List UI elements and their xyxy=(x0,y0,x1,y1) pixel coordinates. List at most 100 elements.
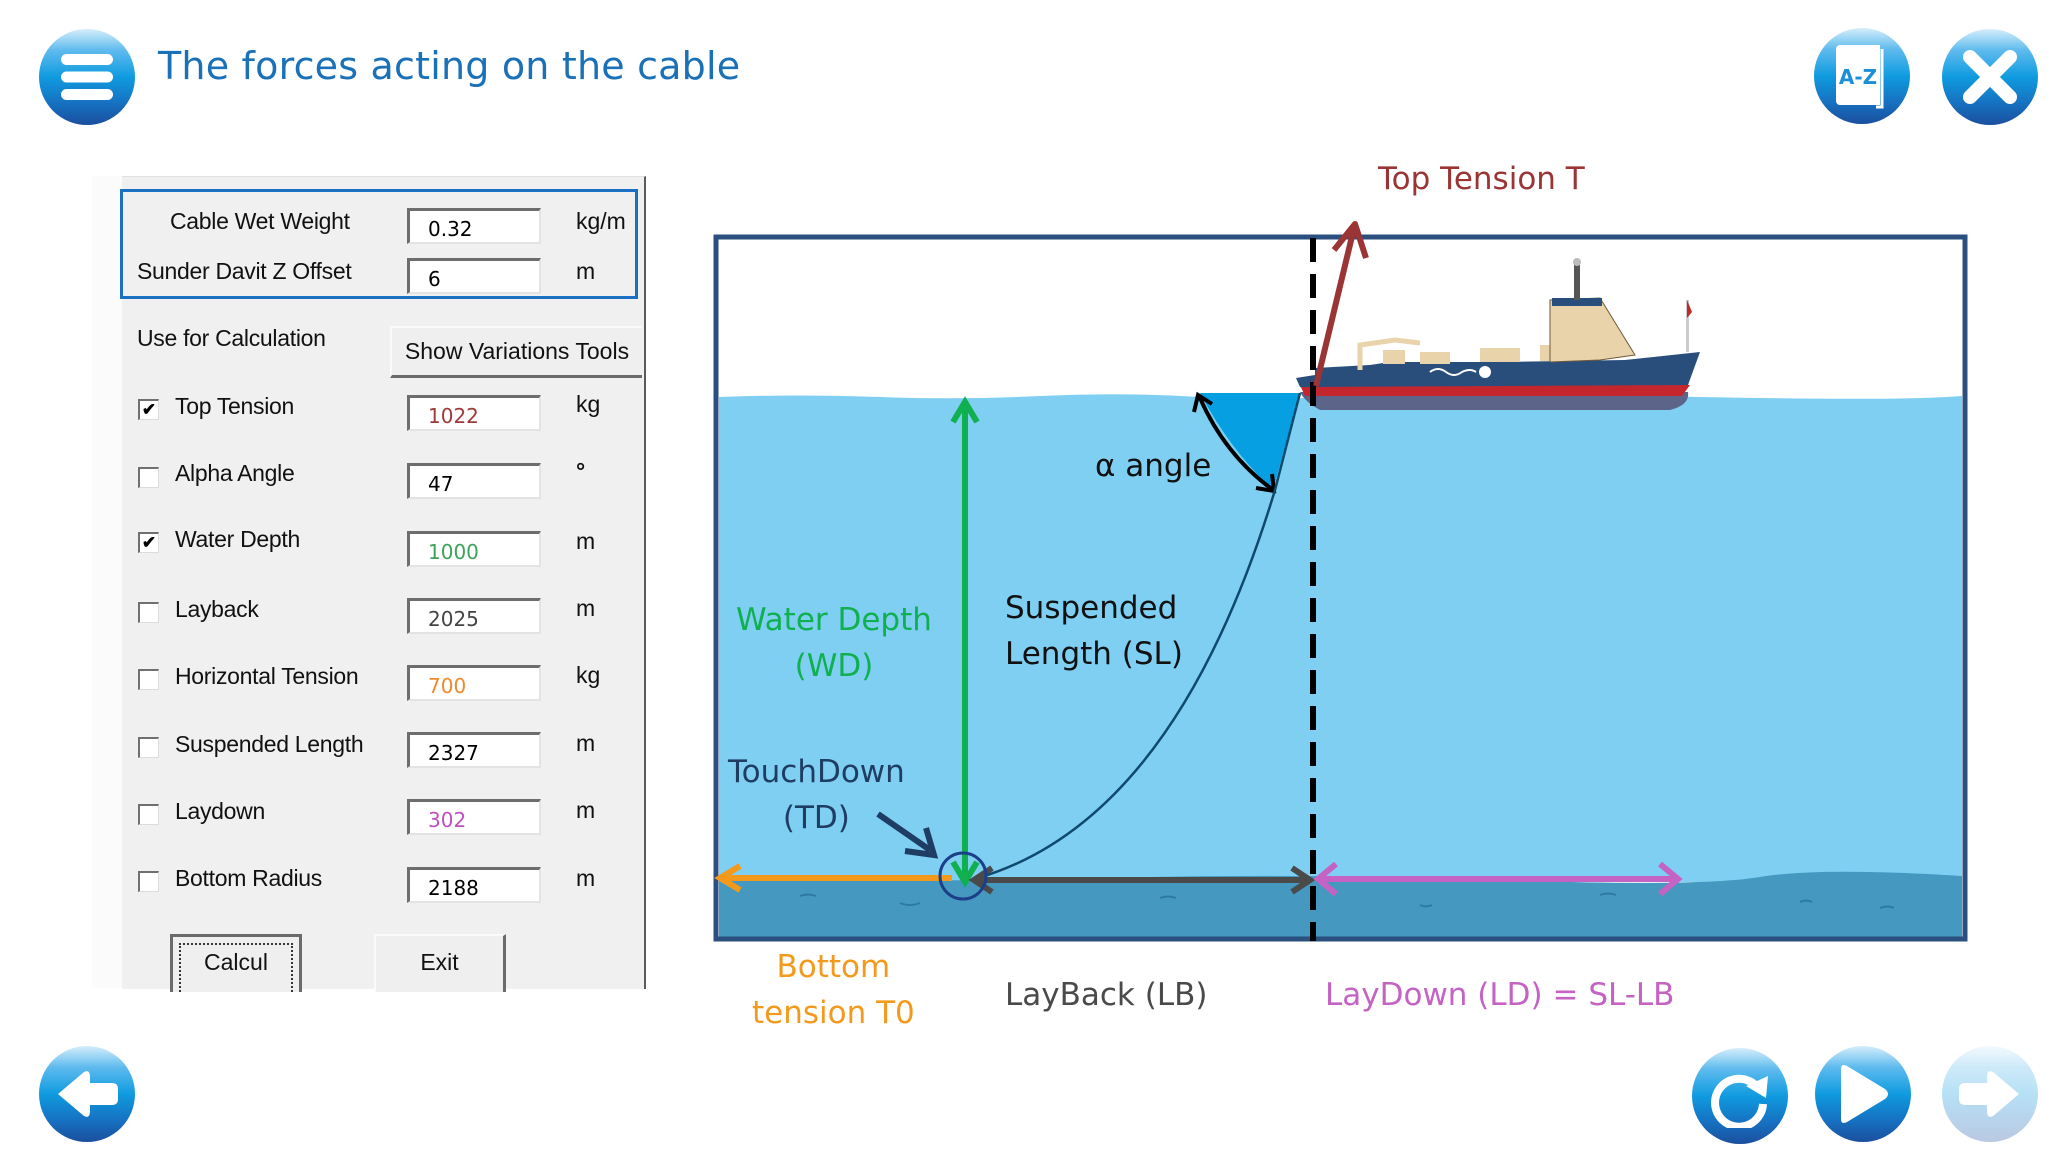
layback-input[interactable] xyxy=(407,598,541,634)
horizontal-tension-checkbox[interactable] xyxy=(138,669,159,690)
laydown-label: Laydown xyxy=(175,798,265,824)
cable-catenary xyxy=(977,489,1277,880)
davit-offset-unit: m xyxy=(576,258,596,284)
replay-icon xyxy=(1711,1074,1768,1128)
water-depth-label-line2: (WD) xyxy=(794,648,874,684)
alpha-angle-checkbox[interactable] xyxy=(138,467,159,488)
next-arrow-icon xyxy=(1959,1071,2019,1117)
alpha-arc-arrowhead-bottom xyxy=(1255,473,1277,494)
top-tension-label: Top Tension T xyxy=(1378,161,1585,197)
layback-arrowhead-left xyxy=(968,865,994,895)
alpha-angle-label: α angle xyxy=(1095,448,1212,484)
water-depth-label: Water Depth xyxy=(175,526,300,552)
davit-offset-label: Sunder Davit Z Offset xyxy=(137,258,352,284)
top-tension-checkbox[interactable]: ✔ xyxy=(138,399,159,420)
layback-unit: m xyxy=(576,595,596,621)
touchdown-pointer-arrowhead xyxy=(904,827,939,859)
alpha-angle-wedge xyxy=(1200,393,1300,490)
laydown-label: LayDown (LD) = SL-LB xyxy=(1325,977,1675,1013)
suspended-length-label-line2: Length (SL) xyxy=(1005,636,1183,672)
suspended-length-checkbox[interactable] xyxy=(138,737,159,758)
touchdown-label: TouchDown (TD) xyxy=(728,749,905,841)
calculation-panel: Cable Wet Weight kg/m Sunder Davit Z Off… xyxy=(120,176,646,992)
layback-label: Layback xyxy=(175,596,259,622)
horizontal-tension-input[interactable] xyxy=(407,665,541,701)
layback-arrowhead-right xyxy=(1290,865,1316,895)
horizontal-tension-unit: kg xyxy=(576,662,601,688)
bottom-tension-label-line1: Bottom xyxy=(776,949,891,985)
suspended-length-input[interactable] xyxy=(407,732,541,768)
alpha-angle-input[interactable] xyxy=(407,463,541,499)
suspended-length-unit: m xyxy=(576,730,596,756)
touchdown-label-line2: (TD) xyxy=(782,800,850,836)
laydown-arrowhead-left xyxy=(1313,861,1338,897)
top-tension-unit: kg xyxy=(576,391,601,417)
page-title: The forces acting on the cable xyxy=(158,44,741,88)
calcul-button[interactable]: Calcul xyxy=(170,934,302,992)
horizontal-tension-label: Horizontal Tension xyxy=(175,663,359,689)
laydown-input[interactable] xyxy=(407,799,541,835)
top-tension-arrow xyxy=(1313,227,1357,387)
suspended-length-label: Suspended Length (SL) xyxy=(1005,585,1183,677)
bottom-tension-label: Bottom tension T0 xyxy=(752,944,915,1036)
alpha-angle-unit: ° xyxy=(576,458,586,484)
layback-checkbox[interactable] xyxy=(138,602,159,623)
bottom-tension-arrowhead xyxy=(714,863,742,893)
calcul-button-label: Calcul xyxy=(204,949,268,975)
touchdown-circle xyxy=(938,851,988,901)
replay-button[interactable] xyxy=(1692,1048,1788,1144)
next-button[interactable] xyxy=(1942,1046,2038,1142)
check-mark-icon: ✔ xyxy=(141,400,157,419)
cable-wet-weight-label: Cable Wet Weight xyxy=(170,208,350,234)
water-depth-arrowhead-bottom xyxy=(950,860,980,888)
cable-ship xyxy=(1296,258,1700,410)
davit-offset-input[interactable] xyxy=(407,258,541,294)
seabed xyxy=(719,871,1962,937)
seabed-texture xyxy=(799,892,1895,909)
glossary-button[interactable]: A-Z xyxy=(1814,28,1910,124)
check-mark-icon: ✔ xyxy=(141,533,157,552)
menu-button[interactable] xyxy=(39,29,135,125)
close-button[interactable] xyxy=(1942,29,2038,125)
show-variations-tools-button[interactable]: Show Variations Tools xyxy=(390,326,642,378)
bottom-radius-unit: m xyxy=(576,865,596,891)
close-x-icon xyxy=(1963,50,2017,104)
focus-rectangle xyxy=(179,943,293,992)
water-depth-label-line1: Water Depth xyxy=(736,602,932,638)
laydown-unit: m xyxy=(576,797,596,823)
laydown-arrowhead-right xyxy=(1658,861,1683,897)
water-depth-checkbox[interactable]: ✔ xyxy=(138,532,159,553)
alpha-angle-label: Alpha Angle xyxy=(175,460,295,486)
water-depth-label: Water Depth (WD) xyxy=(736,597,932,689)
panel-shadow xyxy=(92,176,122,988)
play-button[interactable] xyxy=(1815,1046,1911,1142)
use-for-calculation-label: Use for Calculation xyxy=(137,325,326,351)
top-tension-label: Top Tension xyxy=(175,393,295,419)
cable-upper xyxy=(1273,392,1302,491)
back-button[interactable] xyxy=(39,1046,135,1142)
top-tension-input[interactable] xyxy=(407,395,541,431)
cable-wet-weight-unit: kg/m xyxy=(576,208,626,234)
water-depth-arrowhead-top xyxy=(950,396,980,424)
back-arrow-icon xyxy=(58,1071,118,1117)
water-depth-input[interactable] xyxy=(407,531,541,567)
bottom-radius-label: Bottom Radius xyxy=(175,865,322,891)
laydown-checkbox[interactable] xyxy=(138,804,159,825)
layback-label: LayBack (LB) xyxy=(1005,977,1208,1013)
svg-text:A-Z: A-Z xyxy=(1839,65,1877,89)
top-tension-arrowhead xyxy=(1331,221,1369,259)
touchdown-label-line1: TouchDown xyxy=(728,754,905,790)
exit-button[interactable]: Exit xyxy=(374,934,506,992)
cable-wet-weight-input[interactable] xyxy=(407,208,541,244)
play-icon xyxy=(1841,1065,1888,1123)
cable-parameters-group xyxy=(120,189,638,299)
bottom-radius-checkbox[interactable] xyxy=(138,871,159,892)
suspended-length-label-line1: Suspended xyxy=(1005,590,1178,626)
hamburger-menu-icon xyxy=(61,54,113,100)
bottom-radius-input[interactable] xyxy=(407,867,541,903)
suspended-length-label: Suspended Length xyxy=(175,731,364,757)
water-depth-unit: m xyxy=(576,528,596,554)
bottom-tension-label-line2: tension T0 xyxy=(752,995,915,1031)
glossary-book-icon: A-Z xyxy=(1836,45,1884,109)
alpha-arc-arrowhead-top xyxy=(1192,391,1214,413)
